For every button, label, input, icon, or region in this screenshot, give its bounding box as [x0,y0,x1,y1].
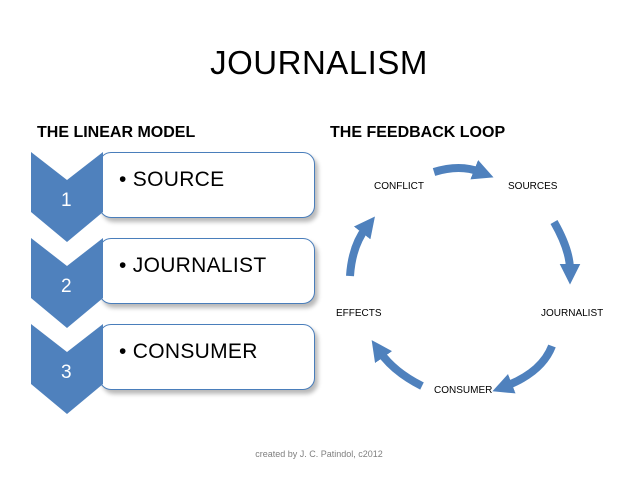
loop-node-sources: SOURCES [508,181,558,192]
arrow-sources-to-journalist [550,220,581,285]
chevron-shape [31,238,103,328]
arrow-consumer-to-effects [371,340,424,390]
chevron-shape [31,324,103,414]
step-label: • CONSUMER [119,340,258,363]
slide-title: JOURNALISM [210,44,428,81]
linear-step-2: • JOURNALIST 2 [31,238,316,328]
loop-node-conflict: CONFLICT [374,181,424,192]
arrow-journalist-to-consumer [492,344,556,394]
step-label: • SOURCE [119,168,225,191]
arrow-effects-to-conflict [346,216,375,277]
step-number: 1 [61,190,72,211]
linear-model-heading: THE LINEAR MODEL [37,124,196,141]
step-label: • JOURNALIST [119,254,267,277]
linear-step-3: • CONSUMER 3 [31,324,316,414]
feedback-loop-heading: THE FEEDBACK LOOP [330,124,506,141]
step-number: 2 [61,276,72,297]
chevron-shape [31,152,103,242]
credit-footer: created by J. C. Patindol, c2012 [255,449,383,459]
loop-node-consumer: CONSUMER [434,385,493,396]
loop-node-journalist: JOURNALIST [541,308,604,319]
step-box [99,324,315,390]
linear-step-1: • SOURCE 1 [31,152,316,242]
step-number: 3 [61,362,72,383]
step-box [99,152,315,218]
loop-node-effects: EFFECTS [336,308,382,319]
arrow-conflict-to-sources [432,160,494,180]
feedback-loop-arrows [346,160,581,394]
